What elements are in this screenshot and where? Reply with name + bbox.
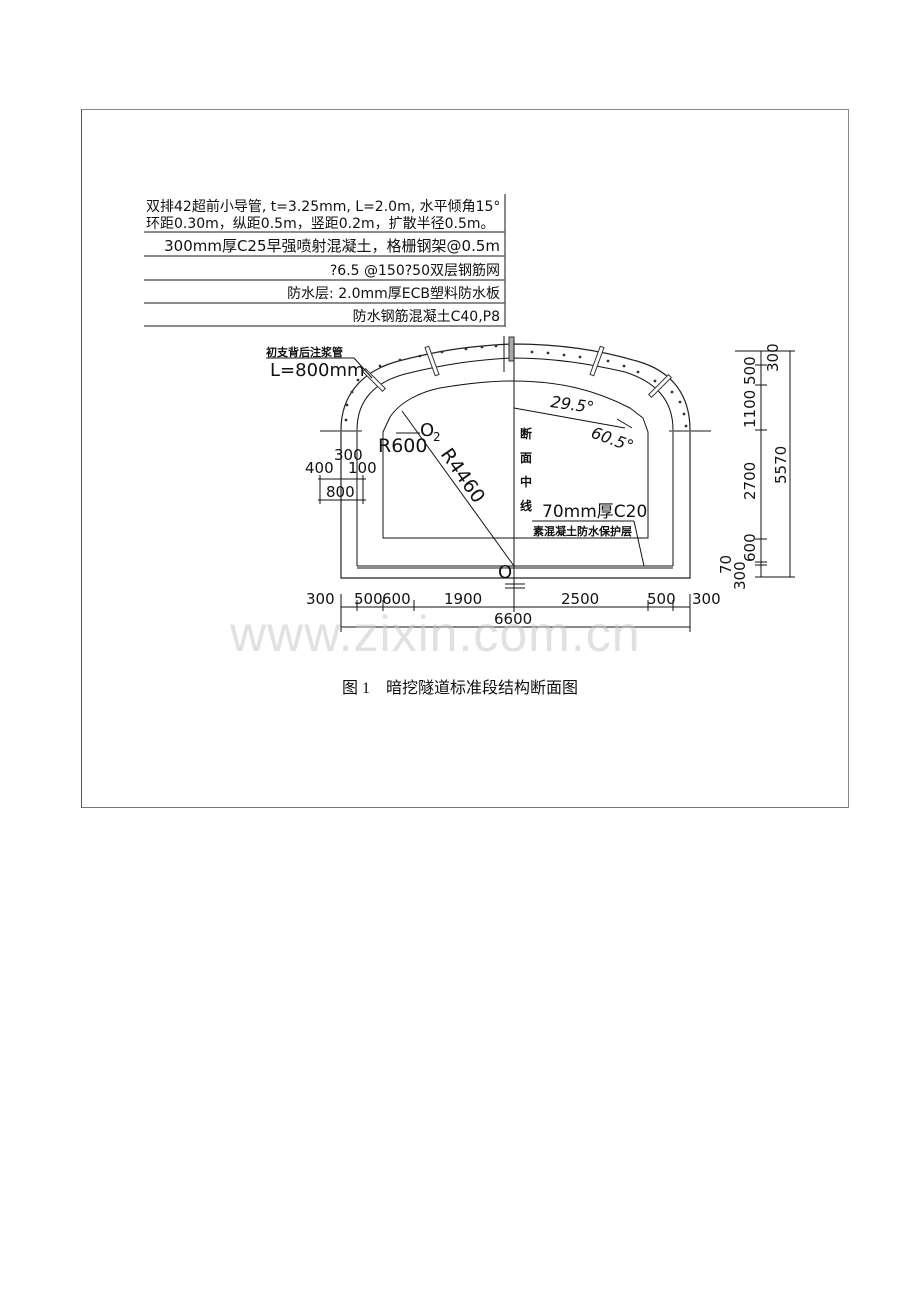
bottom-dimensions: 300 500 600 1900 2500 500 300 6600 xyxy=(306,590,721,632)
svg-text:1900: 1900 xyxy=(444,590,482,608)
svg-text:6600: 6600 xyxy=(494,610,532,628)
svg-text:面: 面 xyxy=(520,451,532,465)
svg-text:300: 300 xyxy=(692,590,721,608)
grout-pipe-length: L=800mm xyxy=(270,360,365,381)
radius-line-r4460 xyxy=(401,410,515,567)
svg-text:300: 300 xyxy=(764,343,782,372)
grout-pipe-title: 初支背后注浆管 xyxy=(266,345,343,359)
angle-60-5: 60.5° xyxy=(589,423,636,456)
svg-text:800: 800 xyxy=(326,483,355,501)
svg-text:1100: 1100 xyxy=(741,390,759,428)
label-concrete-lining: 防水钢筋混凝土C40,P8 xyxy=(353,308,500,325)
label-shotcrete: 300mm厚C25早强喷射混凝土，格栅钢架@0.5m xyxy=(164,237,500,255)
protect-layer-label-2: 素混凝土防水保护层 xyxy=(533,524,632,538)
svg-text:300: 300 xyxy=(306,590,335,608)
label-rebar-mesh: ?6.5 @150?50双层钢筋网 xyxy=(330,262,500,279)
layer-label-table: 双排42超前小导管, t=3.25mm, L=2.0m, 水平倾角15° 环距0… xyxy=(144,194,506,327)
radius-r4460-label: R4460 xyxy=(436,444,489,507)
figure-caption: 图 1 暗挖隧道标准段结构断面图 xyxy=(341,680,578,697)
svg-text:2: 2 xyxy=(433,430,441,444)
centerline-label: 断 面 中 线 xyxy=(520,426,532,513)
grout-pipes xyxy=(361,336,673,399)
protect-layer-label-1: 70mm厚C20 xyxy=(542,502,647,522)
svg-text:600: 600 xyxy=(382,590,411,608)
svg-text:500: 500 xyxy=(354,590,383,608)
tunnel-outline xyxy=(320,336,711,579)
label-waterproof-layer: 防水层: 2.0mm厚ECB塑料防水板 xyxy=(287,286,500,302)
anchor-dots xyxy=(344,344,688,428)
right-dimensions: 300 500 1100 2700 600 70 300 5570 xyxy=(717,343,795,590)
svg-text:300: 300 xyxy=(731,561,749,590)
figure-frame xyxy=(81,109,849,808)
svg-text:500: 500 xyxy=(741,356,759,385)
svg-text:断: 断 xyxy=(520,426,532,441)
svg-text:400: 400 xyxy=(305,459,334,477)
svg-text:2500: 2500 xyxy=(561,590,599,608)
svg-text:中: 中 xyxy=(520,474,532,489)
label-pipe-line1: 双排42超前小导管, t=3.25mm, L=2.0m, 水平倾角15° xyxy=(146,198,500,215)
radius-r600-label: R600 xyxy=(378,435,427,457)
angle-29-5: 29.5° xyxy=(549,392,595,417)
svg-text:300: 300 xyxy=(334,446,363,464)
svg-text:5570: 5570 xyxy=(772,446,790,484)
left-wall-dimensions: 300 400 100 800 xyxy=(305,446,377,504)
label-pipe-line2: 环距0.30m，纵距0.5m，竖距0.2m，扩散半径0.5m。 xyxy=(146,216,495,232)
svg-text:线: 线 xyxy=(520,498,532,513)
svg-text:500: 500 xyxy=(647,590,676,608)
center-o-label: O xyxy=(498,562,512,583)
svg-text:100: 100 xyxy=(348,459,377,477)
center-o2-label: O xyxy=(420,420,434,441)
svg-text:70: 70 xyxy=(717,555,735,574)
svg-text:600: 600 xyxy=(741,533,759,562)
svg-text:2700: 2700 xyxy=(741,462,759,500)
